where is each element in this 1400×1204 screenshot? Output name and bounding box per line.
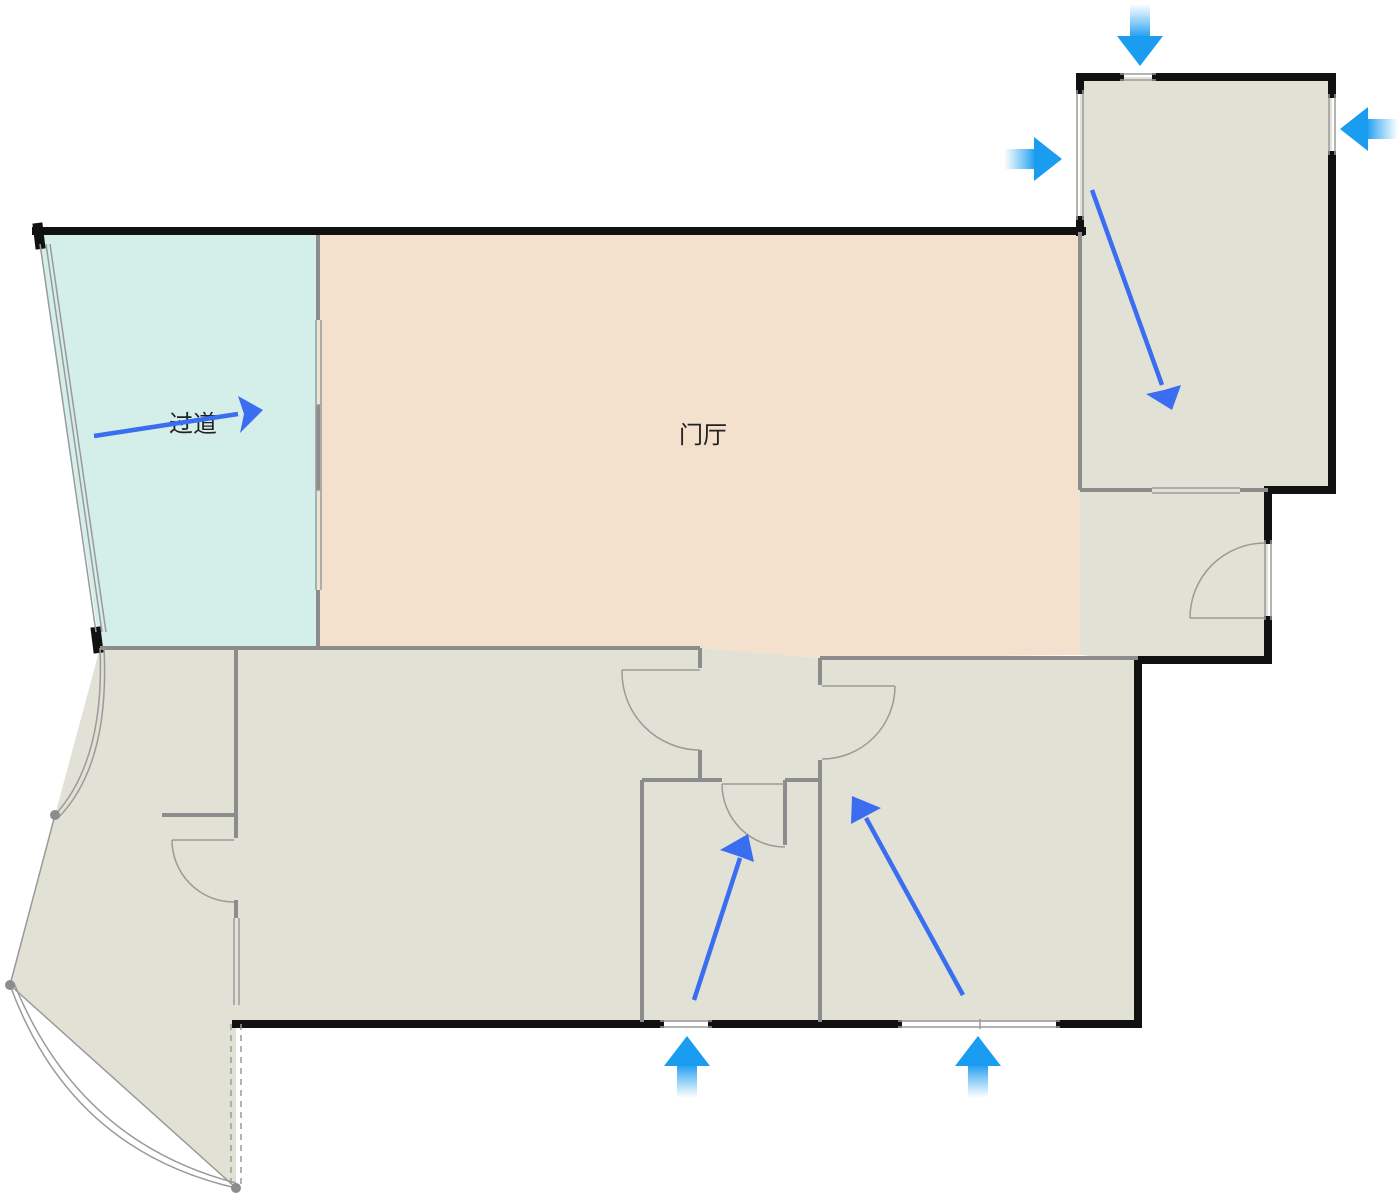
exterior-walls <box>32 73 1336 1028</box>
room-hall <box>318 235 1080 658</box>
light-entry-arrow-icon <box>664 1036 710 1098</box>
light-entry-arrow-icon <box>1340 107 1398 151</box>
view-direction-arrow-icon <box>691 834 754 1001</box>
view-direction-arrow-icon <box>851 796 965 997</box>
balcony-node-3 <box>231 1183 241 1193</box>
light-entry-arrow-icon <box>1004 137 1062 181</box>
room-east-entry <box>1080 490 1268 660</box>
room-small-middle <box>642 780 820 1022</box>
view-direction-arrow-icon <box>93 396 263 439</box>
room-corridor <box>38 232 318 648</box>
balcony-node-2 <box>5 980 15 990</box>
room-bedroom-left <box>236 648 700 1022</box>
door-swings <box>171 542 1266 903</box>
room-north-east <box>1080 77 1332 490</box>
view-direction-arrow-icon <box>1089 189 1181 410</box>
view-direction-arrows <box>93 189 1181 1001</box>
light-entry-arrows <box>664 4 1398 1098</box>
light-entry-arrow-icon <box>1117 4 1163 66</box>
room-label-hall: 门厅 <box>679 421 727 449</box>
windows <box>9 73 1336 1189</box>
room-passage <box>700 648 820 780</box>
balcony-node-1 <box>50 810 60 820</box>
interior-partitions <box>100 232 1268 1022</box>
light-entry-arrow-icon <box>955 1036 1001 1098</box>
room-bedroom-right <box>820 660 1138 1022</box>
room-south-west-balcony <box>10 648 236 1188</box>
